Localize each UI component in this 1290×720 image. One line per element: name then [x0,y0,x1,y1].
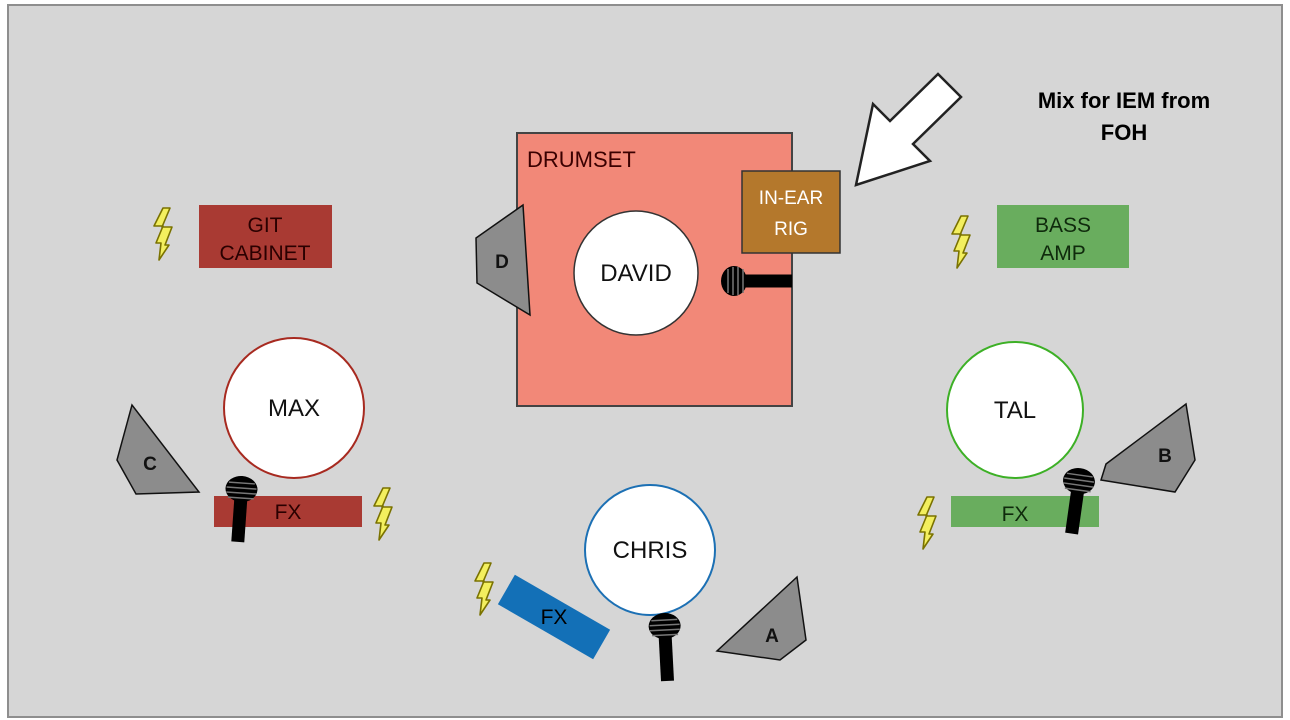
monitor-c-label: C [143,454,157,475]
annotation-line-1: Mix for IEM from [1038,88,1210,113]
monitor-wedge-a [715,575,807,661]
fx-chris-label: FX [541,606,568,629]
git-cabinet-label-2: CABINET [219,242,310,265]
fx-board-chris: FX [497,574,611,660]
fx-tal-label: FX [1002,503,1029,526]
in-ear-rig-label-2: RIG [774,219,808,240]
in-ear-rig-label-1: IN-EAR [759,188,823,209]
monitor-d-label: D [495,252,509,273]
git-cabinet-label-1: GIT [248,214,283,237]
mic-icon [648,613,681,682]
arrow-icon [854,72,963,187]
musician-chris [584,484,716,616]
musician-tal [946,341,1084,479]
musician-tal-label: TAL [994,397,1036,424]
monitor-a-label: A [765,626,779,647]
fx-max-label: FX [275,501,302,524]
musician-chris-label: CHRIS [613,537,688,564]
mic-icon [1063,468,1095,535]
monitor-wedge-b [1100,402,1196,493]
musician-david-label: DAVID [600,260,672,287]
mic-icon [225,476,258,543]
monitor-wedge-d [475,203,531,317]
monitor-wedge-c [116,403,201,495]
musician-max [223,337,365,479]
mic-icon [721,266,792,296]
git-cabinet [199,205,332,268]
musician-david [573,210,699,336]
bass-amp-label-1: BASS [1035,214,1091,237]
musician-max-label: MAX [268,395,320,422]
monitor-b-label: B [1158,446,1172,467]
drumset-label: DRUMSET [527,147,636,172]
in-ear-rig [741,170,841,254]
bass-amp [997,205,1129,268]
bass-amp-label-2: AMP [1040,242,1086,265]
annotation-line-2: FOH [1101,120,1147,145]
